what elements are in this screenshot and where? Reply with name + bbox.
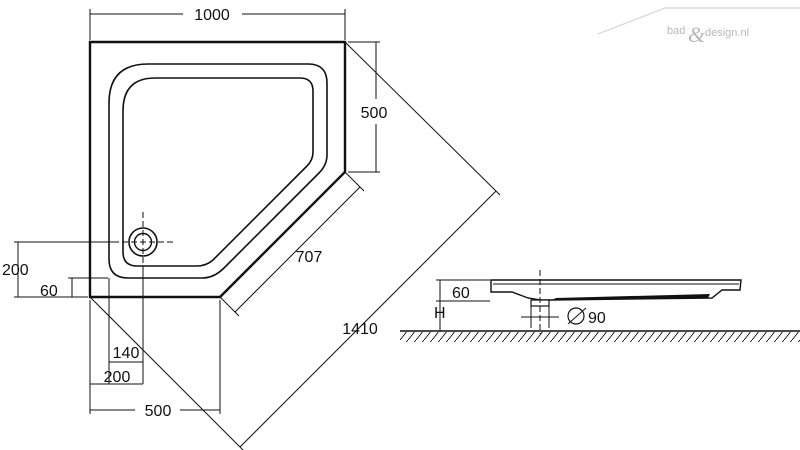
dim-drain-x-label: 200 <box>104 369 131 386</box>
dim-drain-diameter-label: 90 <box>588 310 606 327</box>
logo-text-left: bad <box>667 25 685 37</box>
dim-rim-height-label: 60 <box>452 285 470 302</box>
tray-basin-inner <box>122 77 314 267</box>
dim-rim-y-label: 60 <box>40 283 58 300</box>
logo-ampersand: & <box>688 22 706 47</box>
dimension-lines <box>14 9 501 450</box>
dim-drain-offset-label: 140 <box>113 345 140 362</box>
tray-basin-outer <box>108 63 328 279</box>
diameter-symbol-icon <box>567 307 585 325</box>
brand-logo: bad & design.nl <box>597 7 800 47</box>
logo-text-right: design.nl <box>705 27 749 39</box>
dim-side-label: 500 <box>361 105 388 122</box>
drain-symbol <box>113 212 173 272</box>
floor-hatching <box>400 332 800 342</box>
tray-outer-outline <box>88 40 347 299</box>
dim-drain-y-label: 200 <box>2 262 29 279</box>
dim-width-label: 1000 <box>194 7 230 24</box>
side-view: 60 H 90 <box>400 270 800 342</box>
dimension-labels: 1000 500 707 1410 200 60 140 200 500 <box>2 7 387 420</box>
height-label: H <box>434 305 446 322</box>
dim-bottom-side-label: 500 <box>145 403 172 420</box>
top-view <box>88 40 347 299</box>
tray-underside-shading <box>552 294 710 300</box>
dim-diagonal-edge-label: 707 <box>296 249 323 266</box>
dim-overall-diagonal-label: 1410 <box>342 321 378 338</box>
